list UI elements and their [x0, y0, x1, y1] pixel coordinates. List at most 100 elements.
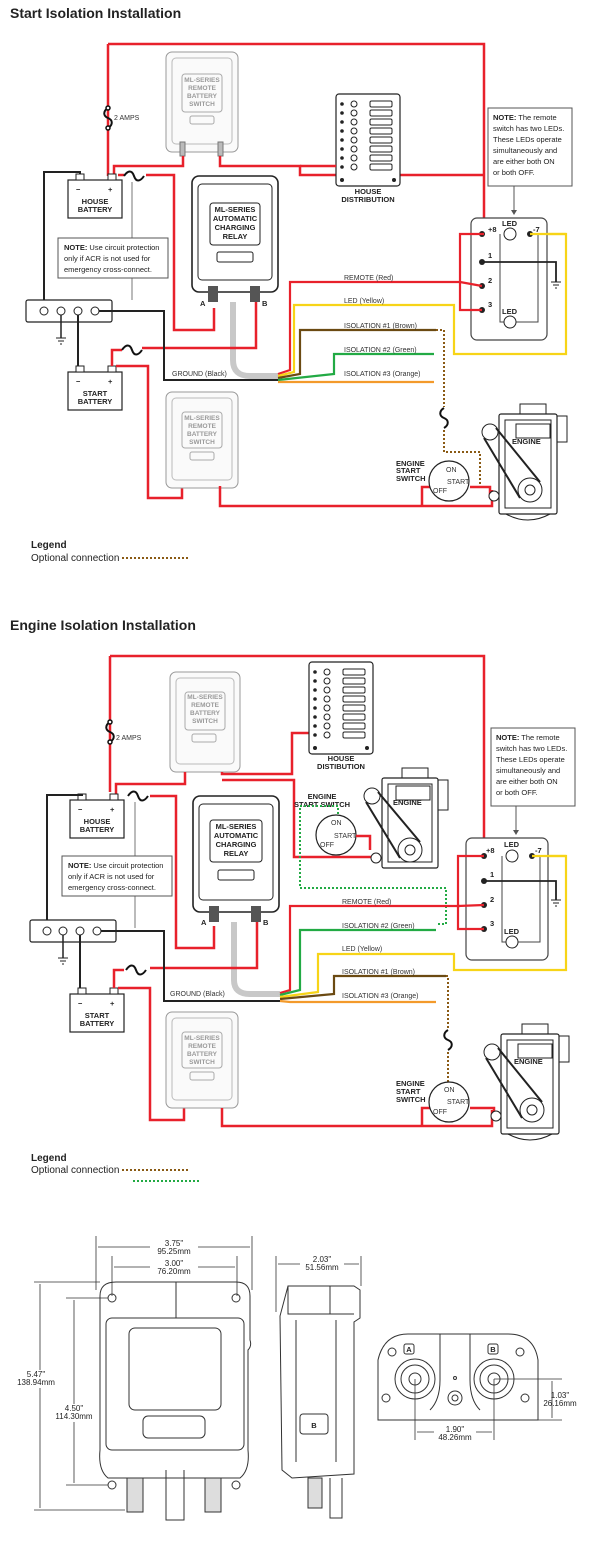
dim-depth-in: 2.03": [313, 1255, 332, 1264]
svg-text:A: A: [201, 918, 207, 927]
legend2-title: Legend: [31, 1153, 67, 1164]
svg-text:BATTERY: BATTERY: [190, 710, 221, 717]
svg-text:ML-SERIES: ML-SERIES: [216, 822, 257, 831]
engine-start-switch: ON START OFF ENGINE START SWITCH: [396, 1079, 470, 1123]
fuse-icon: [439, 407, 449, 429]
dim-terminal-spacing-mm: 48.26mm: [438, 1433, 472, 1442]
svg-text:SWITCH: SWITCH: [189, 101, 215, 108]
legend-dotted-brown: [122, 557, 189, 560]
svg-text:emergency cross-connect.: emergency cross-connect.: [64, 265, 152, 274]
svg-text:+8: +8: [486, 846, 495, 855]
svg-text:HOUSE: HOUSE: [328, 754, 355, 763]
svg-text:HOUSE: HOUSE: [82, 197, 109, 206]
remote-battery-switch-top: ML-SERIES REMOTE BATTERY SWITCH: [165, 51, 239, 157]
svg-text:ON: ON: [444, 1087, 455, 1094]
svg-text:ENGINE: ENGINE: [393, 798, 422, 807]
svg-text:3: 3: [490, 919, 494, 928]
svg-text:RELAY: RELAY: [223, 232, 248, 241]
svg-text:OFF: OFF: [433, 1109, 447, 1116]
svg-text:SWITCH: SWITCH: [396, 1095, 426, 1104]
automatic-charging-relay: ML-SERIES AUTOMATIC CHARGING RELAY A B: [191, 175, 279, 308]
fuse-icon: [127, 790, 149, 802]
svg-text:1: 1: [488, 251, 492, 260]
wire-iso2-green: [279, 928, 436, 997]
dim-width-mount-in: 3.00": [165, 1259, 184, 1268]
svg-text:+8: +8: [488, 225, 497, 234]
engine-isolation-diagram: 2 AMPS ML-SERIES REMOTE BATTERY SWITCH H…: [29, 654, 576, 1141]
svg-text:simultaneously and: simultaneously and: [496, 766, 560, 775]
svg-text:START: START: [396, 1087, 421, 1096]
svg-text:ISOLATION #3 (Orange): ISOLATION #3 (Orange): [342, 993, 419, 1000]
svg-text:ENGINE: ENGINE: [396, 1079, 425, 1088]
svg-text:LED: LED: [502, 307, 518, 316]
svg-text:REMOTE (Red): REMOTE (Red): [342, 899, 391, 906]
led-icon: [503, 227, 517, 241]
svg-text:REMOTE: REMOTE: [188, 85, 216, 92]
svg-text:+: +: [110, 805, 115, 814]
engine-upper: ENGINE: [363, 767, 449, 869]
wire-harness-cable: [230, 302, 278, 379]
engine: ENGINE: [483, 1023, 570, 1141]
ground-symbol: [551, 899, 561, 907]
dim-terminal-spacing-in: 1.90": [446, 1425, 465, 1434]
svg-text:REMOTE: REMOTE: [188, 1043, 216, 1050]
svg-text:+: +: [108, 185, 113, 194]
svg-text:3: 3: [488, 300, 492, 309]
engine-start-switch: ON START OFF ENGINE START SWITCH: [396, 459, 470, 502]
fuse-icon: [123, 170, 145, 182]
svg-text:NOTE: Use circuit protection: NOTE: Use circuit protection: [64, 243, 159, 252]
dim-depth-mm: 51.56mm: [305, 1263, 339, 1272]
note-circuit-protection: NOTE: Use circuit protection only if ACR…: [61, 855, 173, 897]
svg-text:ML-SERIES: ML-SERIES: [184, 415, 220, 422]
ground-symbol: [551, 281, 561, 289]
dim-height-overall-in: 5.47": [27, 1370, 46, 1379]
house-battery: − + HOUSE BATTERY: [67, 173, 123, 219]
svg-text:ISOLATION #2 (Green): ISOLATION #2 (Green): [342, 923, 415, 930]
svg-text:2: 2: [488, 276, 492, 285]
svg-text:LED: LED: [504, 927, 520, 936]
svg-text:are either both ON: are either both ON: [496, 777, 558, 786]
automatic-charging-relay: ML-SERIES AUTOMATIC CHARGING RELAY A B: [192, 795, 280, 927]
svg-text:or both OFF.: or both OFF.: [493, 168, 535, 177]
svg-text:GROUND (Black): GROUND (Black): [170, 991, 225, 998]
terminal-view: [377, 1333, 539, 1421]
svg-text:ML-SERIES: ML-SERIES: [215, 205, 256, 214]
svg-text:ML-SERIES: ML-SERIES: [184, 77, 220, 84]
dim-height-overall-mm: 138.94mm: [17, 1378, 55, 1387]
svg-text:START: START: [334, 833, 357, 840]
legend1-title: Legend: [31, 540, 67, 551]
svg-text:REMOTE: REMOTE: [191, 702, 219, 709]
svg-text:These LEDs operate: These LEDs operate: [493, 135, 562, 144]
svg-text:BATTERY: BATTERY: [78, 205, 113, 214]
side-label-b: B: [311, 1421, 317, 1430]
svg-text:2: 2: [490, 895, 494, 904]
wire-harness-cable: [231, 922, 280, 997]
svg-text:NOTE: Use circuit protection: NOTE: Use circuit protection: [68, 861, 163, 870]
svg-text:ENGINE: ENGINE: [308, 792, 337, 801]
svg-text:1: 1: [490, 870, 494, 879]
svg-text:switch has two LEDs.: switch has two LEDs.: [496, 744, 567, 753]
fuse-icon: [443, 1029, 453, 1051]
dimension-drawings: 3.75" 95.25mm 3.00" 76.20mm 5.47" 138.94…: [10, 1236, 577, 1521]
svg-text:switch has two LEDs.: switch has two LEDs.: [493, 124, 564, 133]
svg-text:−: −: [78, 999, 83, 1008]
wire-iso1-brown: [277, 328, 436, 380]
fuse-icon: [105, 721, 115, 743]
remote-battery-switch-bottom: ML-SERIES REMOTE BATTERY SWITCH: [165, 391, 239, 489]
dim-width-overall-in: 3.75": [165, 1239, 184, 1248]
legend-dotted-brown: [122, 1169, 189, 1172]
led-icon: [505, 935, 519, 949]
svg-text:SWITCH: SWITCH: [189, 439, 215, 446]
terminal-label-a: A: [406, 1345, 412, 1354]
svg-text:REMOTE (Red): REMOTE (Red): [344, 275, 393, 282]
start-battery: − + START BATTERY: [69, 987, 125, 1033]
legend2-optional: Optional connection: [31, 1165, 189, 1176]
fuse-icon: [103, 107, 113, 129]
wire-remote-red: [279, 904, 460, 995]
svg-text:ENGINE: ENGINE: [514, 1057, 543, 1066]
optional-connection-brown: [446, 975, 449, 1028]
svg-text:GROUND (Black): GROUND (Black): [172, 371, 227, 378]
svg-text:LED: LED: [504, 840, 520, 849]
note-led: NOTE: The remote switch has two LEDs. Th…: [490, 727, 576, 807]
dim-terminal-height-in: 1.03": [551, 1391, 570, 1400]
